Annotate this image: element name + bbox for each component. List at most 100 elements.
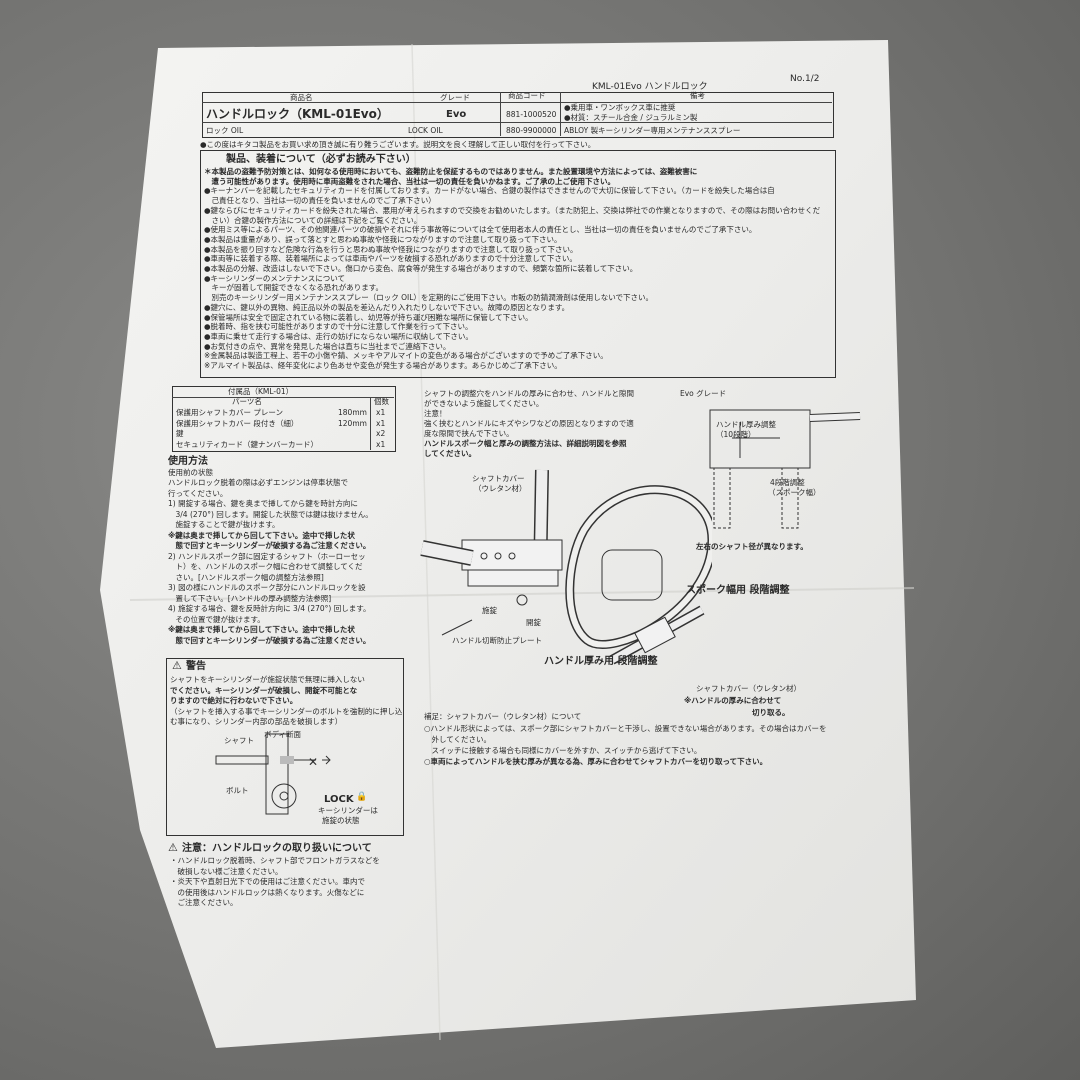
parts-col-qty: 個数 (374, 397, 389, 406)
product-table (202, 92, 834, 138)
label-thickness-adjust: ハンドル厚み用 段階調整 (544, 656, 658, 667)
evo-vertical-4: （スポーク幅） (768, 488, 821, 497)
supplement-lines-line: ○ハンドル形状によっては、スポーク部にシャフトカバーと干渉し、設置できない場合が… (424, 724, 827, 733)
usage-lines-line: 置して下さい。[ハンドルの厚み調整方法参照] (168, 593, 332, 603)
parts-row-size: 120mm (338, 418, 367, 428)
parts-row-name: セキュリティカード（鍵ナンバーカード） (176, 439, 319, 449)
notice-lines-line: ご注意ください。 (170, 898, 238, 907)
notice-icon: ⚠ (168, 841, 178, 854)
notice-lines-line: の使用後はハンドルロックは熱くなります。火傷などに (170, 887, 365, 897)
table-col-line (500, 92, 501, 136)
caution-lines-line: ●車両等に装着する際、装着場所によっては車両やパーツを破損する恐れがありますので… (204, 254, 577, 264)
usage-lines-line: 施錠することで鍵が抜けます。 (168, 520, 280, 529)
usage-lines-line: ※鍵は奥まで挿してから回して下さい。途中で挿した状 (168, 530, 355, 540)
caution-lines-line: ●キーナンバーを記載したセキュリティカードを付属しております。カードがない場合、… (204, 186, 775, 196)
caution-lines-line: ●保管場所は安全で固定されている物に装着し、幼児等が持ち運び困難な場所に保管して… (204, 312, 533, 322)
parts-line (172, 397, 394, 398)
label-cylinder-2: 施錠の状態 (322, 816, 360, 825)
label-cover-material: （ウレタン材） (474, 484, 527, 493)
label-spoke-adjust: スポーク幅用 段階調整 (686, 585, 790, 596)
oil-code: 880-9900000 (506, 126, 557, 135)
parts-table (172, 386, 396, 452)
label-cover: シャフトカバー (472, 474, 525, 483)
supplement-lines-line: スイッチに接触する場合も同様にカバーを外すか、スイッチから逃げて下さい。 (424, 746, 702, 755)
usage-lines-line: 2) ハンドルスポーク部に固定するシャフト（ホーローセッ (168, 551, 366, 561)
oil-grade: LOCK OIL (408, 126, 443, 135)
usage-lines-line: その位置で鍵が抜けます。 (168, 614, 265, 624)
product-note-1: ●乗用車・ワンボックス車に推奨 (564, 103, 676, 112)
label-cut-1: ※ハンドルの厚みに合わせて (684, 696, 782, 705)
caution-lines-line: 己責任となり、当社は一切の責任を負いませんのでご了承下さい） (204, 196, 436, 206)
usage-lines-line: ト）を、ハンドルのスポーク幅に合わせて調整してくだ (168, 562, 363, 571)
diagram-top-line: シャフトの調整穴をハンドルの厚みに合わせ、ハンドルと隙間 (424, 389, 634, 398)
evo-vertical-1: ハンドル厚み調整 (716, 420, 776, 429)
table-header-line (202, 102, 832, 103)
caution-lines-line: ●本製品は重量があり、誤って落とすと思わぬ事故や怪我につながりますので注意して取… (204, 234, 562, 244)
diagram-top-line: 度な隙間で挟んで下さい。 (424, 429, 514, 438)
caution-lines-line: ●使用ミス等によるパーツ、その他関連パーツの破損やそれに伴う事故等については全て… (204, 225, 757, 235)
usage-lines-line: 態で回すとキーシリンダーが破損する為ご注意ください。 (168, 635, 371, 645)
label-cover-2: シャフトカバー（ウレタン材） (696, 684, 801, 693)
usage-lines-line: 行ってください。 (168, 488, 228, 498)
evo-vertical-3: 4段階調整 (770, 478, 805, 487)
parts-row-name: 鍵 (176, 429, 184, 438)
caution-lines-line: ●車両に乗せて走行する場合は、走行の妨げにならない場所に収納して下さい。 (204, 331, 473, 341)
header-title: KML-01Evo ハンドルロック (592, 82, 708, 92)
col-product: 商品名 (290, 93, 313, 102)
parts-row-qty: x2 (376, 429, 386, 438)
supplement-lines-line: ○車両によってハンドルを挟む厚みが異なる為、厚みに合わせてシャフトカバーを切り取… (424, 757, 768, 766)
usage-heading: 使用方法 (168, 456, 208, 467)
table-row-line (202, 122, 832, 123)
page-number: No.1/2 (790, 74, 820, 84)
diagram-top-line: 注意！ (424, 409, 447, 418)
caution-lines-line: ＊本製品の盗難予防対策とは、如何なる使用時においても、盗難防止を保証するものでは… (204, 167, 698, 176)
warning-lines-line: でください。キーシリンダーが破損し、開錠不可能とな (170, 685, 358, 695)
label-bolt: ボルト (226, 786, 249, 795)
diagram-top-line: してください。 (424, 449, 477, 458)
evo-grade-figure (709, 409, 861, 529)
diagram-top-line: 強く挟むとハンドルにキズやシワなどの原因となりますので適 (424, 419, 634, 428)
handle-lock-figure (420, 469, 712, 665)
caution-lines-line: さい）合鍵の製作方法についての詳細は下記をご覧ください。 (204, 215, 422, 225)
caution-lines-line: ※アルマイト製品は、経年変化により色あせや変色が発生する場合があります。あらかじ… (204, 361, 562, 370)
caution-lines-line: ●本製品の分解、改造はしないで下さい。傷口から変色、腐食等が発生する場合がありま… (204, 264, 638, 273)
usage-lines-line: さい。[ハンドルスポーク幅の調整方法参照] (168, 572, 324, 582)
caution-lines-line: ●本製品を振り回すなど危険な行為を行うと思わぬ事故や怪我につながりますので注意し… (204, 244, 578, 254)
label-open-dir: 開錠 (526, 618, 541, 627)
product-code: 881-1000520 (506, 110, 557, 119)
warning-icon: ⚠ (172, 659, 182, 672)
label-cut-2: 切り取る。 (752, 708, 790, 717)
warning-lines-line: （シャフトを挿入する事でキーシリンダーのボルトを強制的に押し込 (170, 706, 403, 716)
caution-heading: 製品、装着について（必ずお読み下さい） (226, 154, 416, 165)
evo-grade-label: Evo グレード (680, 389, 727, 398)
parts-title: 付属品（KML-01） (228, 387, 294, 396)
parts-row-qty: x1 (376, 408, 386, 417)
warning-lines-line: む事になり、シリンダー内部の部品を破損します） (170, 717, 343, 726)
caution-lines-line: ●お気付きの点や、異常を発見した場合は直ちに当社までご連絡下さい。 (204, 341, 451, 351)
svg-text:✕: ✕ (308, 755, 318, 769)
supplement-lines-line: 外してください。 (424, 735, 492, 744)
warning-lines-line: シャフトをキーシリンダーが施錠状態で無理に挿入しない (170, 675, 365, 684)
evo-diff-note: 左右のシャフト径が異なります。 (696, 542, 808, 551)
caution-lines-line: ●キーシリンダーのメンテナンスについて (204, 273, 346, 283)
supplement-title: 補足：シャフトカバー（ウレタン材）について (424, 712, 582, 721)
notice-lines-line: ・ハンドルロック脱着時、シャフト部でフロントガラスなどを (170, 856, 380, 865)
lock-cylinder-figure: ✕ (215, 733, 331, 815)
usage-lines-line: ※鍵は奥まで挿してから回して下さい。途中で挿した状 (168, 625, 355, 634)
caution-box (200, 150, 836, 378)
diagram-top-line: ハンドルスポーク幅と厚みの調整方法は、詳細説明図を参照 (424, 439, 627, 448)
warning-box (166, 658, 404, 836)
notice-lines-line: 破損しない様ご注意ください。 (170, 866, 283, 876)
warning-lines-line: りますので絶対に行わないで下さい。 (170, 696, 298, 705)
caution-lines-line: ●脱着時、指を挟む可能性がありますので十分に注意して作業を行って下さい。 (204, 322, 473, 332)
label-lock-dir: 施錠 (482, 606, 497, 615)
usage-lines-line: 3/4 (270°) 回します。開錠した状態では鍵は抜けません。 (168, 509, 373, 519)
product-grade: Evo (446, 109, 467, 120)
usage-lines-line: 態で回すとキーシリンダーが破損する為ご注意ください。 (168, 541, 371, 550)
oil-note: ABLOY 製キーシリンダー専用メンテナンススプレー (564, 126, 741, 135)
caution-lines-line: ●鍵穴に、鍵以外の異物、純正品以外の製品を差込んだり入れたりしないで下さい。故障… (204, 302, 570, 312)
usage-lines-line: ハンドルロック脱着の際は必ずエンジンは停車状態で (168, 478, 348, 487)
padlock-icon: 🔒 (356, 792, 368, 802)
evo-vertical-2: （10段階） (716, 430, 756, 439)
